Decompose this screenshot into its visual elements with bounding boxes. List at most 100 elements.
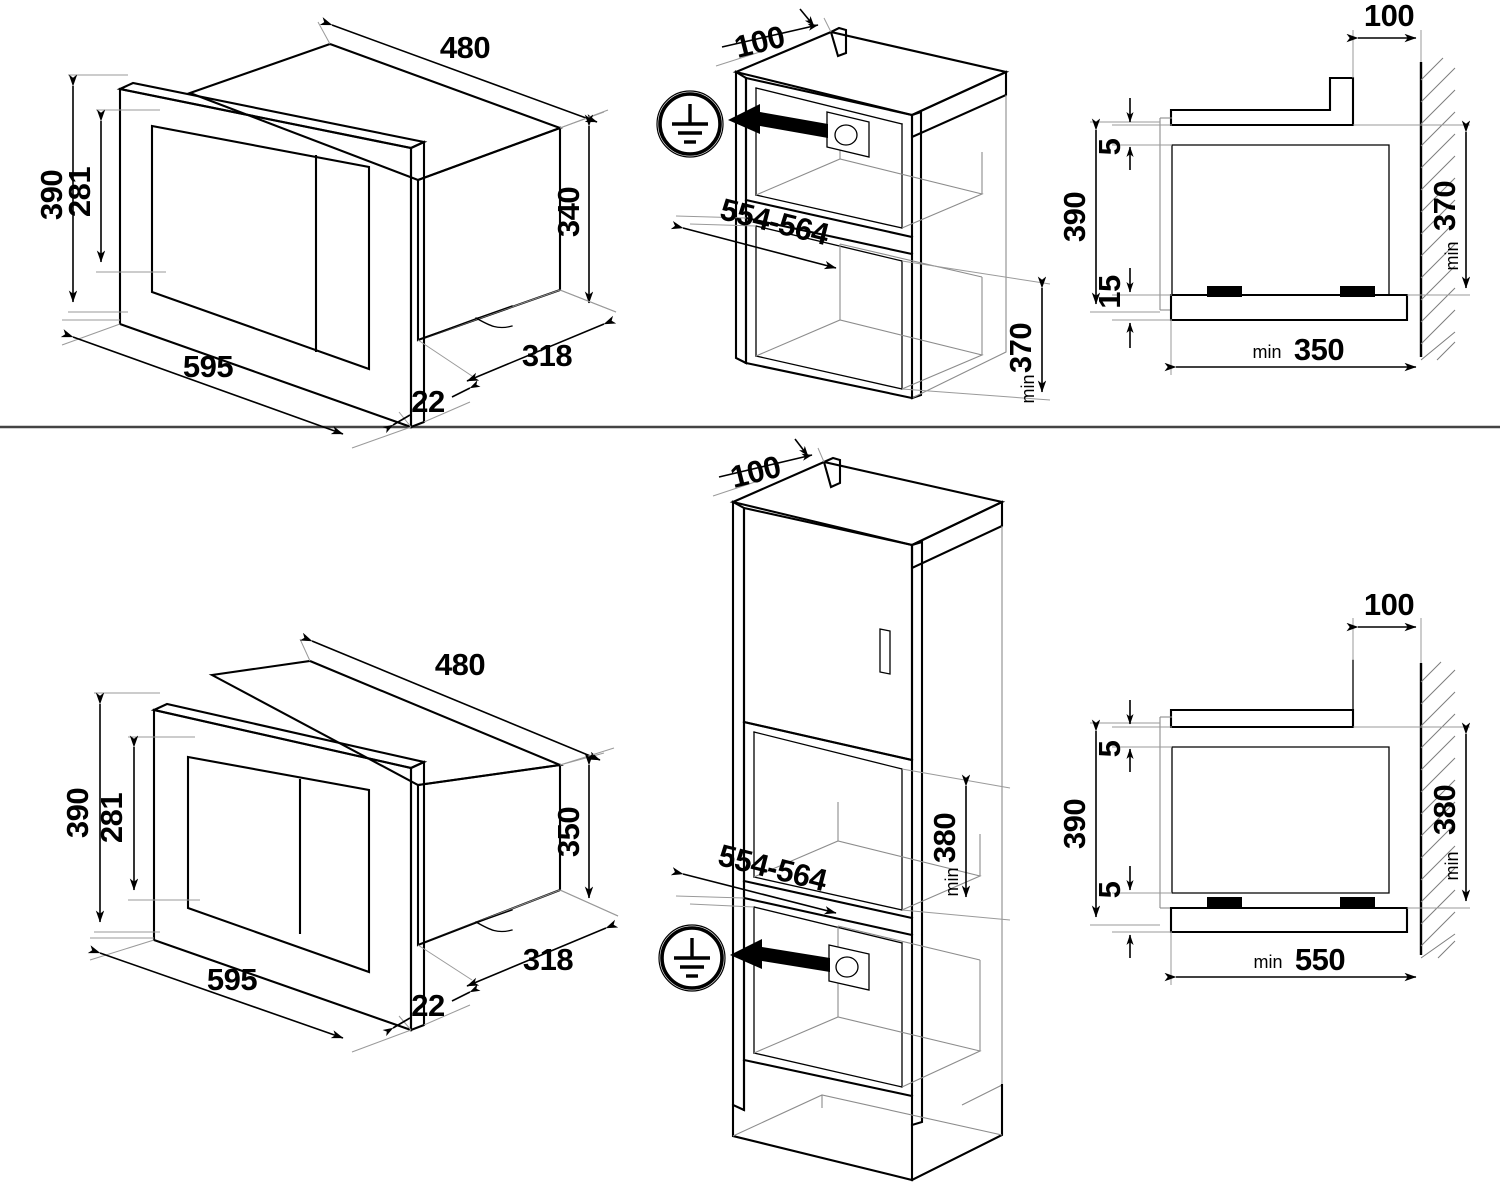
dim-318-top-left: 318 [417, 289, 617, 382]
appliance-door-front-b [150, 702, 428, 1032]
dim-595-top-left: 595 [60, 319, 412, 449]
dim-label-390-bottom-left: 390 [60, 788, 95, 838]
dim-label-5-top-bottom-right: 5 [1092, 740, 1127, 757]
dim-5-top-right: 5 [1092, 98, 1172, 170]
appliance-body-top [186, 42, 564, 182]
tall-cabinet-plinth [731, 1083, 1004, 1182]
dim-label-100-bottom-right: 100 [1364, 587, 1414, 622]
dim-281-top-left: 281 [62, 109, 166, 273]
dim-prefix-min-550: min [1253, 952, 1282, 972]
dim-prefix-min-370-top-right: min [1442, 241, 1462, 270]
dim-595-bottom-left: 595 [87, 937, 412, 1053]
dim-label-15-top-right: 15 [1092, 275, 1127, 309]
appliance-feet-bottom [1207, 897, 1375, 909]
dim-prefix-min-350: min [1252, 342, 1281, 362]
dim-label-480-bottom-left: 480 [435, 647, 485, 682]
panel-top-left-appliance-iso: 390 281 595 480 340 [34, 17, 617, 449]
panel-top-middle-cabinet-iso: 100 554-564 370 min [656, 8, 1051, 404]
niche-front-line-top [1159, 117, 1172, 311]
dim-label-380-bottom-right: 380 [1427, 785, 1462, 835]
dim-390-top-left: 390 [34, 74, 128, 313]
cabinet-interior-lines [755, 120, 984, 390]
tall-cabinet-interior-lines [753, 802, 982, 1088]
dim-min350-top-right: 350 min [1164, 320, 1417, 375]
tall-cabinet-left-panel [731, 500, 746, 1112]
dim-22-bottom-left: 22 [382, 984, 481, 1037]
dim-100-top-middle: 100 [715, 8, 832, 67]
appliance-outline-section-top [1171, 144, 1390, 296]
dim-min370-top-right: 370 min [1353, 120, 1471, 296]
dim-label-5-bottom-bottom-right: 5 [1092, 881, 1127, 898]
dim-label-318: 318 [522, 338, 572, 373]
dim-15-top-right: 15 [1092, 268, 1172, 348]
appliance-door-front [116, 81, 428, 429]
dim-label-390: 390 [34, 170, 69, 220]
panel-bottom-middle-tall-cabinet-iso: 100 554-564 380 min [658, 438, 1011, 1182]
earth-ground-symbol-bottom [658, 924, 726, 992]
dim-label-340: 340 [551, 187, 586, 237]
cabinet-top-board-and-upstand-top [1169, 76, 1355, 127]
tall-cabinet-niche-frame [742, 720, 914, 1112]
dim-22-top-left: 22 [382, 380, 481, 434]
mains-socket-outlet-bottom [828, 944, 870, 991]
appliance-body-top-b [208, 659, 564, 787]
dim-label-350-top-right: 350 [1294, 332, 1344, 367]
cabinet-top-board-bottom [1169, 659, 1355, 729]
appliance-door-window [150, 124, 371, 371]
appliance-body-bottom-edges [417, 289, 561, 341]
cabinet-rear-lip [829, 26, 848, 58]
wall-hatched-bottom [1419, 661, 1456, 959]
dim-label-281-bottom-left: 281 [94, 793, 129, 843]
appliance-body-side [416, 126, 562, 342]
dim-label-390-top-right: 390 [1057, 192, 1092, 242]
dim-label-318-bottom-left: 318 [523, 942, 573, 977]
dim-label-22-bottom-left: 22 [411, 988, 444, 1023]
dim-100-top-right: 100 [1346, 0, 1422, 78]
dim-label-390-bottom-right: 390 [1057, 799, 1092, 849]
dim-label-350-bottom-left: 350 [551, 807, 586, 857]
appliance-feet-top [1207, 286, 1375, 297]
dim-390-top-right: 390 [1057, 118, 1160, 313]
dim-label-595-bottom-left: 595 [207, 962, 257, 997]
dim-label-370-top-right: 370 [1427, 181, 1462, 231]
dim-label-554-564-top: 554-564 [717, 191, 834, 252]
appliance-outline-section-bottom [1171, 746, 1390, 894]
panel-bottom-right-section: 100 390 5 5 38 [1057, 587, 1471, 985]
dim-480-top-left: 480 [317, 17, 605, 129]
appliance-door-window-b [186, 755, 371, 974]
wall-hatched-top [1419, 57, 1456, 361]
dim-5-top-bottom-right: 5 [1092, 700, 1172, 772]
mains-socket-outlet-top [826, 111, 870, 158]
panel-bottom-left-appliance-iso: 390 281 595 480 350 [60, 632, 619, 1053]
dim-label-100-bottom-middle: 100 [727, 449, 784, 495]
niche-front-line-bottom [1159, 716, 1172, 909]
dim-100-bottom-right: 100 [1346, 587, 1422, 663]
dim-label-100-top-middle: 100 [731, 19, 788, 65]
cabinet-front-frame [744, 76, 914, 400]
tall-cabinet-upper-door [742, 506, 914, 762]
dim-label-480: 480 [440, 30, 490, 65]
dim-prefix-min-370-top: min [1018, 374, 1038, 403]
dim-label-550-bottom-right: 550 [1295, 942, 1345, 977]
dim-prefix-min-380-right: min [1442, 851, 1462, 880]
socket-to-earth-arrow-bottom [730, 939, 830, 972]
cabinet-bottom-board-top [1169, 293, 1409, 322]
dim-318-bottom-left: 318 [417, 889, 619, 987]
dim-label-370-top-middle: 370 [1003, 323, 1038, 373]
dim-min550-bottom-right: 550 min [1164, 932, 1417, 985]
cabinet-right-panel [910, 95, 1007, 400]
dim-label-281: 281 [62, 167, 97, 217]
dim-min370-top-middle: 370 min [901, 260, 1051, 404]
dim-min380-bottom-right: 380 min [1353, 722, 1471, 909]
dim-281-bottom-left: 281 [94, 735, 200, 901]
tall-cabinet-rear-lip [822, 456, 842, 489]
dim-label-380-bottom-middle: 380 [927, 813, 962, 863]
earth-ground-symbol-top [656, 90, 724, 158]
dim-label-22: 22 [411, 384, 444, 419]
dim-390-bottom-left: 390 [60, 692, 160, 933]
cabinet-bottom-board-bottom [1169, 906, 1409, 934]
dim-label-100-top-right: 100 [1364, 0, 1414, 33]
dim-350-bottom-left: 350 [551, 747, 619, 917]
